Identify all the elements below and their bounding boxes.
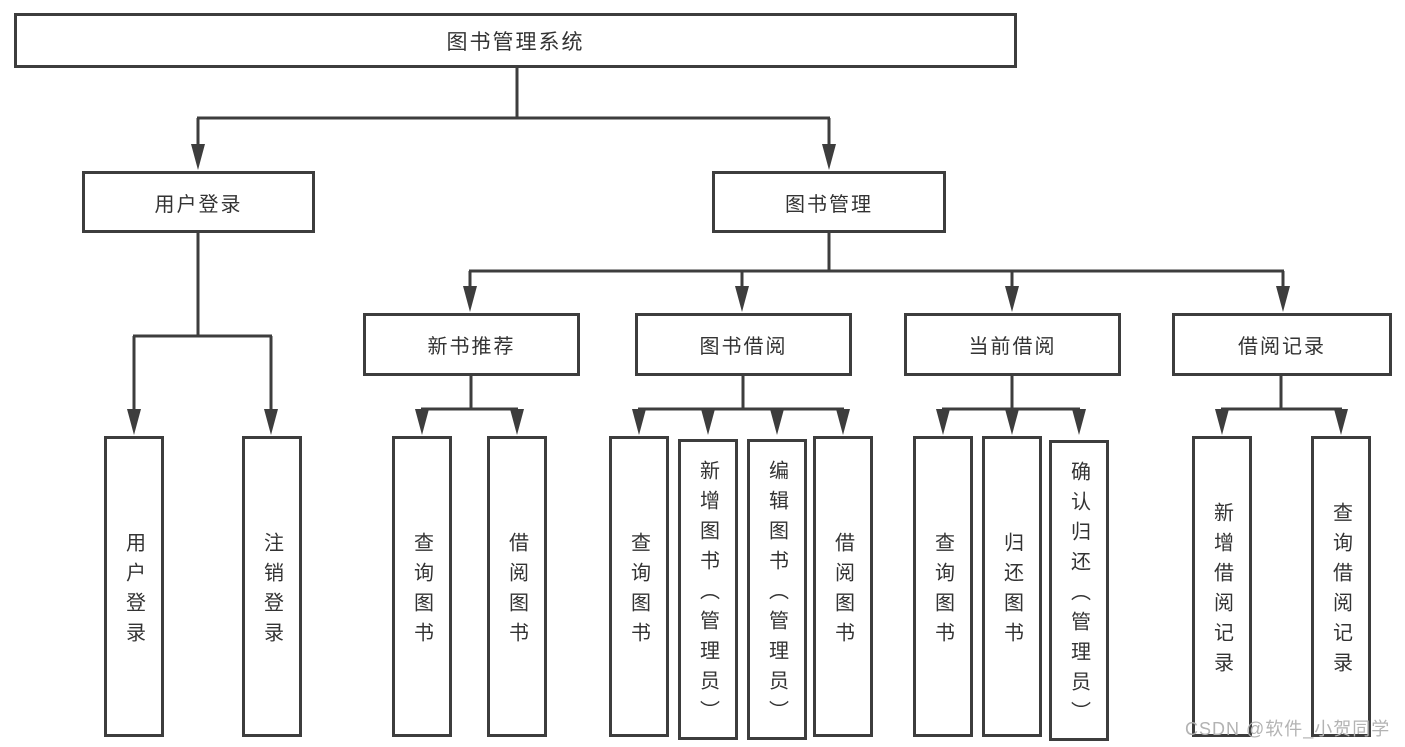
arrow-down-icon	[127, 409, 141, 435]
arrow-down-icon	[191, 144, 205, 170]
leaf-bb-edit-book-admin: 编辑图书（管理员）	[747, 439, 807, 740]
node-book-management-label: 图书管理	[785, 193, 873, 216]
arrow-down-icon	[1276, 286, 1290, 312]
leaf-br-add-record: 新增借阅记录	[1192, 436, 1252, 737]
leaf-br-add-record-label: 新增借阅记录	[1210, 501, 1233, 682]
leaf-bb-borrow-book: 借阅图书	[813, 436, 873, 737]
arrow-down-icon	[735, 286, 749, 312]
node-root: 图书管理系统	[14, 13, 1017, 68]
watermark: CSDN @软件_小贺同学	[1185, 719, 1391, 739]
arrow-down-icon	[701, 409, 715, 435]
arrow-down-icon	[264, 409, 278, 435]
leaf-bb-borrow-book-label: 借阅图书	[831, 531, 854, 652]
arrow-down-icon	[632, 409, 646, 435]
leaf-logout-label: 注销登录	[260, 531, 283, 652]
node-root-label: 图书管理系统	[446, 30, 585, 54]
node-book-borrow: 图书借阅	[635, 313, 852, 376]
node-book-borrow-label: 图书借阅	[699, 336, 788, 358]
leaf-user-login-label: 用户登录	[122, 531, 145, 652]
arrow-down-icon	[1215, 409, 1229, 435]
leaf-br-query-record-label: 查询借阅记录	[1329, 501, 1352, 682]
leaf-cb-confirm-return-admin: 确认归还（管理员）	[1049, 440, 1109, 741]
arrow-down-icon	[510, 409, 524, 435]
arrow-down-icon	[822, 144, 836, 170]
arrow-down-icon	[836, 409, 850, 435]
leaf-cb-confirm-return-admin-label: 确认归还（管理员）	[1067, 460, 1090, 731]
leaf-bb-query-book-label: 查询图书	[627, 531, 650, 652]
leaf-cb-return-book: 归还图书	[982, 436, 1042, 737]
leaf-bb-query-book: 查询图书	[609, 436, 669, 737]
node-borrow-records-label: 借阅记录	[1238, 336, 1326, 358]
node-current-borrow-label: 当前借阅	[968, 336, 1057, 358]
leaf-bb-add-book-admin: 新增图书（管理员）	[678, 439, 738, 740]
node-current-borrow: 当前借阅	[904, 313, 1121, 376]
arrow-down-icon	[463, 286, 477, 312]
arrow-down-icon	[1072, 409, 1086, 435]
node-new-book-recommend-label: 新书推荐	[427, 336, 516, 358]
leaf-nb-query-book: 查询图书	[392, 436, 452, 737]
arrow-down-icon	[415, 409, 429, 435]
leaf-bb-edit-book-admin-label: 编辑图书（管理员）	[765, 459, 788, 730]
leaf-nb-borrow-book-label: 借阅图书	[505, 531, 528, 652]
arrow-down-icon	[936, 409, 950, 435]
leaf-cb-return-book-label: 归还图书	[1000, 531, 1023, 652]
node-borrow-records: 借阅记录	[1172, 313, 1392, 376]
leaf-user-login: 用户登录	[104, 436, 164, 737]
arrow-down-icon	[1005, 409, 1019, 435]
node-user-login-label: 用户登录	[154, 193, 243, 216]
leaf-bb-add-book-admin-label: 新增图书（管理员）	[696, 459, 719, 730]
leaf-cb-query-book-label: 查询图书	[931, 531, 954, 652]
arrow-down-icon	[1005, 286, 1019, 312]
node-user-login: 用户登录	[82, 171, 315, 233]
node-book-management: 图书管理	[712, 171, 946, 233]
node-new-book-recommend: 新书推荐	[363, 313, 580, 376]
leaf-nb-borrow-book: 借阅图书	[487, 436, 547, 737]
leaf-br-query-record: 查询借阅记录	[1311, 436, 1371, 737]
leaf-logout: 注销登录	[242, 436, 302, 737]
arrow-down-icon	[770, 409, 784, 435]
arrow-down-icons	[127, 144, 1348, 435]
arrow-down-icon	[1334, 409, 1348, 435]
leaf-cb-query-book: 查询图书	[913, 436, 973, 737]
leaf-nb-query-book-label: 查询图书	[410, 531, 433, 652]
